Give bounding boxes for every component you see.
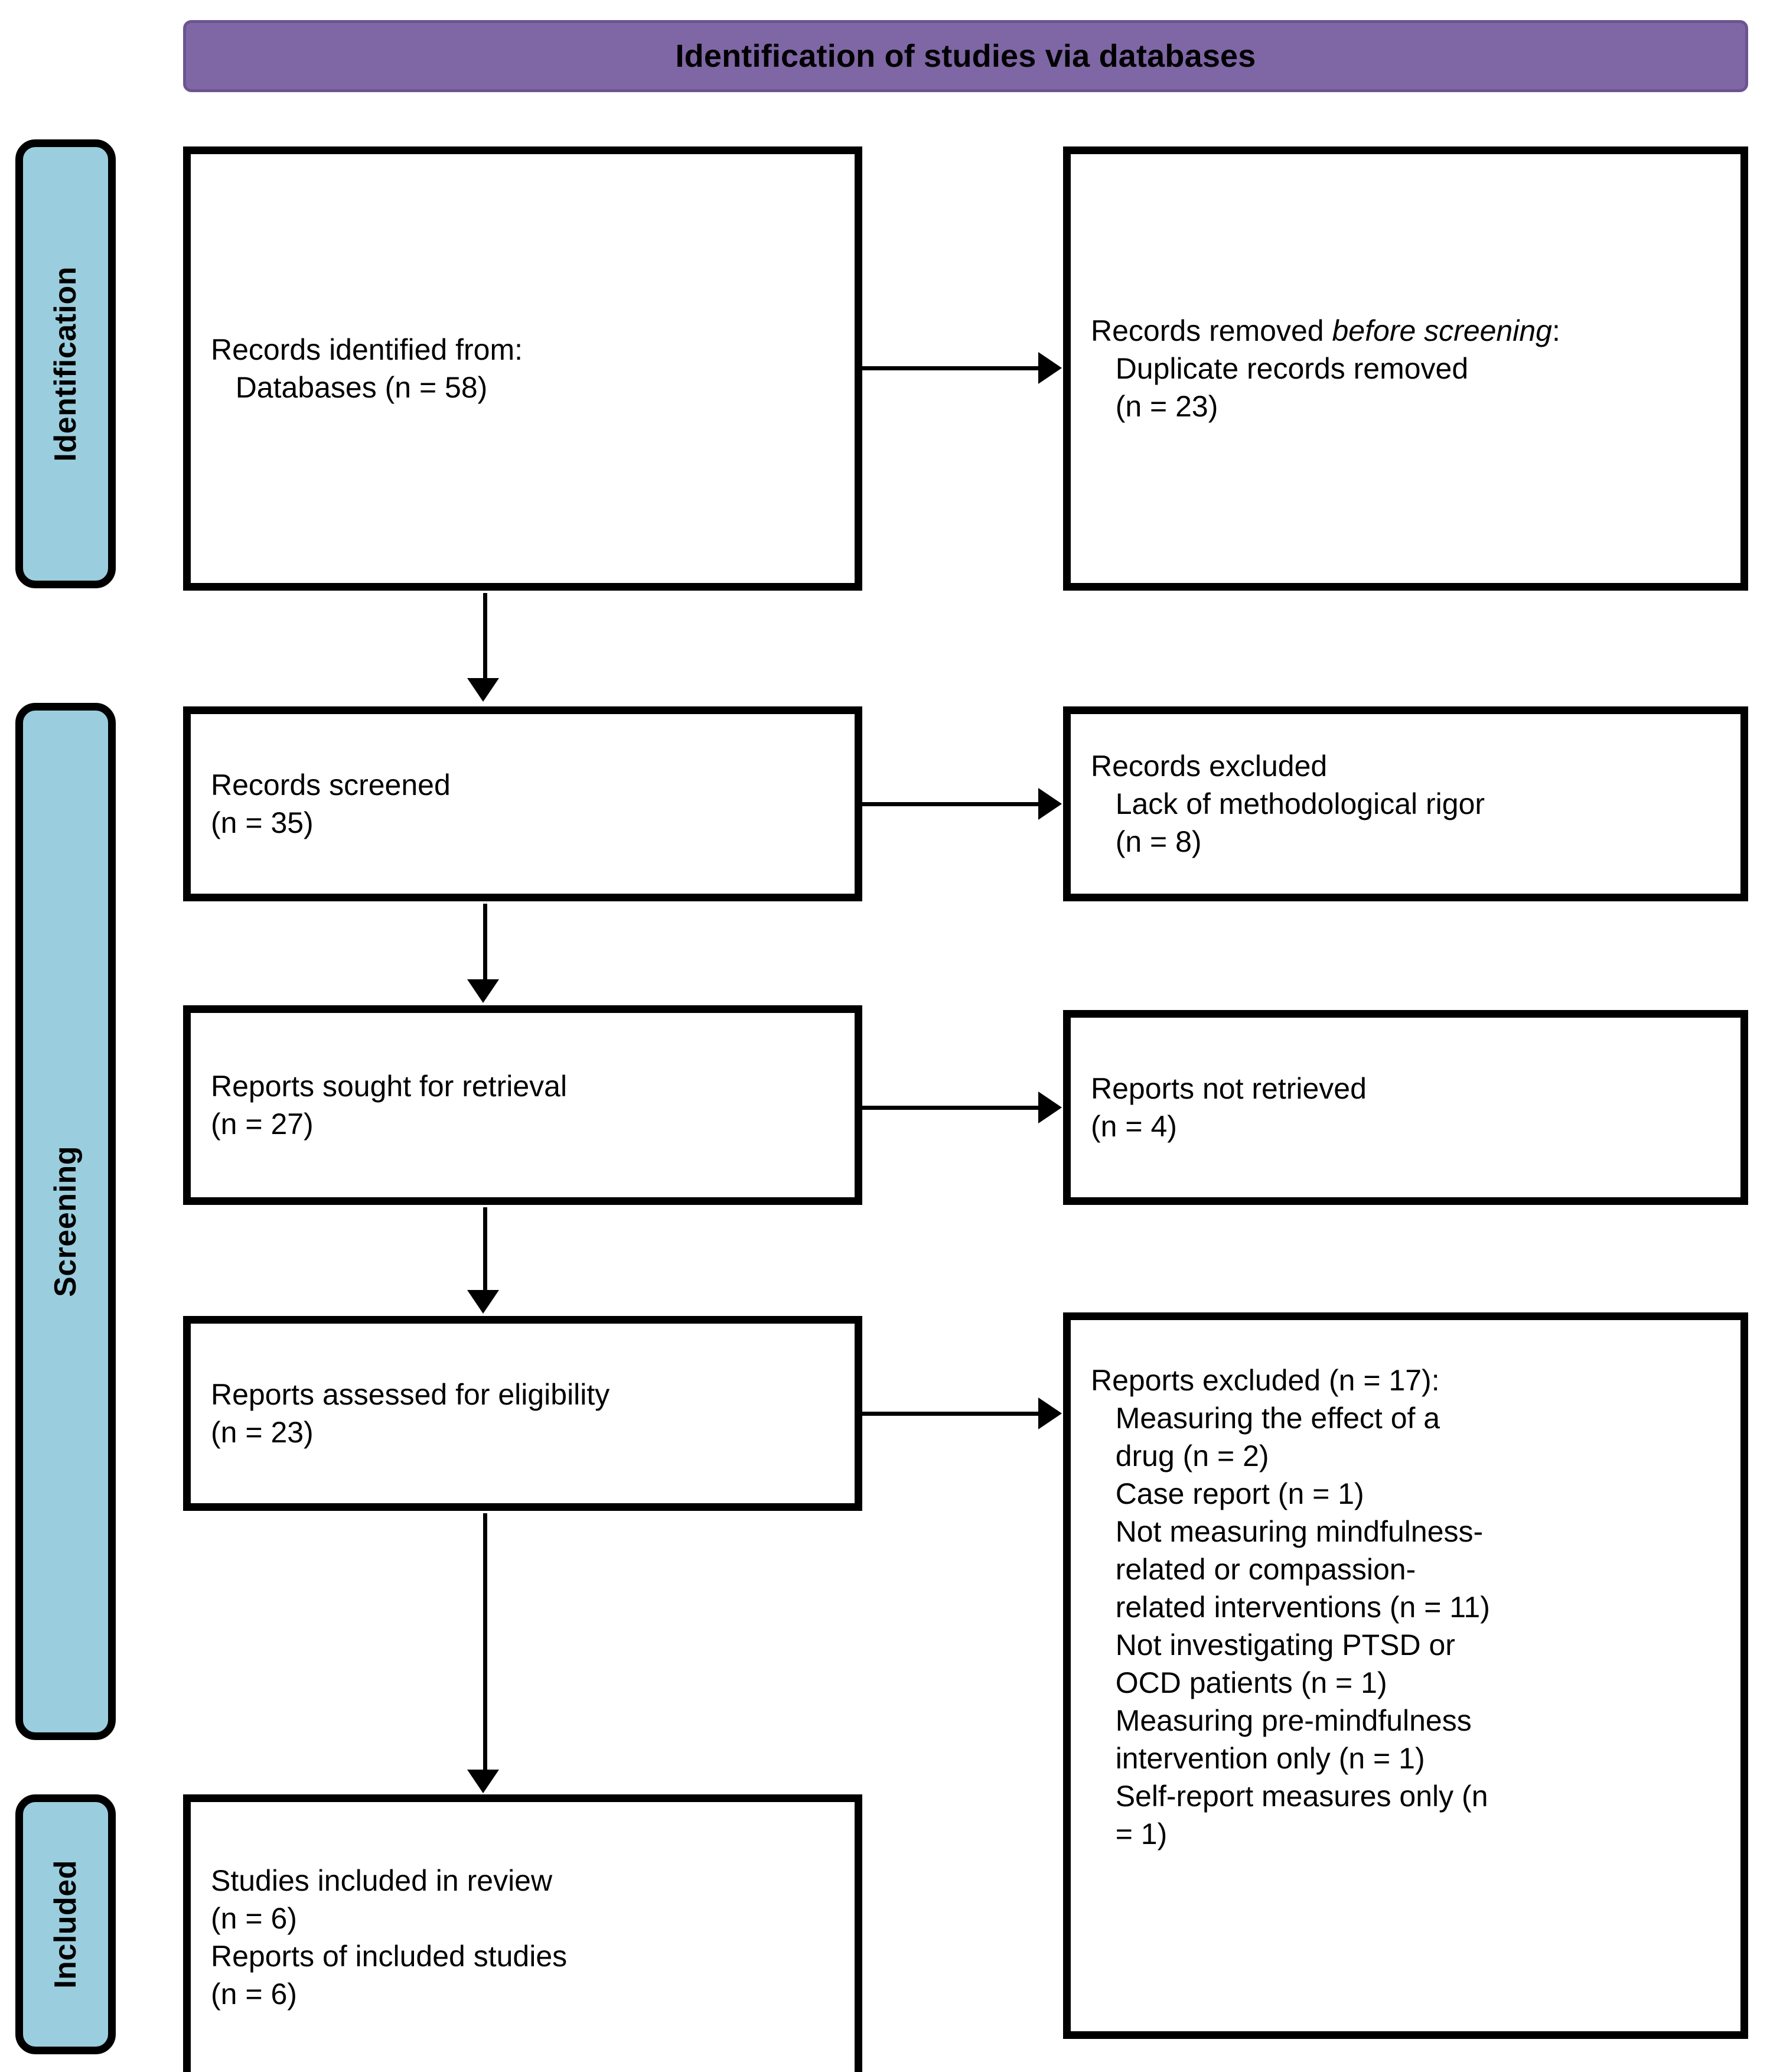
box-reports-assessed-for-eligibility: Reports assessed for eligibility (n = 23… bbox=[183, 1316, 862, 1511]
box-reports-not-retrieved: Reports not retrieved (n = 4) bbox=[1063, 1010, 1748, 1205]
box-reports-excluded-text: Reports excluded (n = 17): Measuring the… bbox=[1091, 1364, 1490, 1851]
box-reports-assessed-text: Reports assessed for eligibility (n = 23… bbox=[211, 1378, 610, 1449]
identification-banner: Identification of studies via databases bbox=[183, 20, 1748, 92]
box-records-excluded: Records excluded Lack of methodological … bbox=[1063, 706, 1748, 901]
arrow-screened-to-sought-head-icon bbox=[467, 979, 499, 1003]
stage-label-text: Included bbox=[48, 1860, 83, 1989]
box-records-screened: Records screened (n = 35) bbox=[183, 706, 862, 901]
box-studies-included-in-review: Studies included in review (n = 6) Repor… bbox=[183, 1794, 862, 2072]
stage-label-identification: Identification bbox=[15, 139, 116, 588]
arrow-screened-to-excluded-head-icon bbox=[1038, 788, 1062, 820]
arrow-identified-to-screened bbox=[483, 593, 487, 679]
box-studies-included-text: Studies included in review (n = 6) Repor… bbox=[211, 1864, 568, 2011]
stage-label-text: Screening bbox=[48, 1146, 83, 1297]
stage-label-text: Identification bbox=[48, 266, 83, 462]
arrow-sought-to-not-retrieved-head-icon bbox=[1038, 1092, 1062, 1123]
stage-label-included: Included bbox=[15, 1794, 116, 2054]
arrow-sought-to-assessed bbox=[483, 1207, 487, 1291]
arrow-identified-to-removed bbox=[862, 366, 1039, 370]
box-records-removed-before-screening: Records removed before screening: Duplic… bbox=[1063, 146, 1748, 591]
removed-italic: before screening bbox=[1332, 314, 1552, 347]
arrow-sought-to-not-retrieved bbox=[862, 1106, 1039, 1110]
arrow-assessed-to-included-head-icon bbox=[467, 1770, 499, 1793]
arrow-screened-to-sought bbox=[483, 904, 487, 980]
box-records-identified: Records identified from: Databases (n = … bbox=[183, 146, 862, 591]
box-reports-not-retrieved-text: Reports not retrieved (n = 4) bbox=[1091, 1072, 1367, 1143]
box-records-excluded-text: Records excluded Lack of methodological … bbox=[1091, 750, 1485, 858]
arrow-identified-to-removed-head-icon bbox=[1038, 352, 1062, 384]
arrow-sought-to-assessed-head-icon bbox=[467, 1290, 499, 1314]
box-records-screened-text: Records screened (n = 35) bbox=[211, 768, 451, 839]
box-records-identified-text: Records identified from: Databases (n = … bbox=[211, 333, 523, 404]
box-records-removed-detail: Duplicate records removed (n = 23) bbox=[1115, 352, 1469, 423]
box-reports-excluded: Reports excluded (n = 17): Measuring the… bbox=[1063, 1312, 1748, 2039]
box-reports-sought-text: Reports sought for retrieval (n = 27) bbox=[211, 1070, 568, 1141]
arrow-identified-to-screened-head-icon bbox=[467, 678, 499, 702]
arrow-screened-to-excluded bbox=[862, 802, 1039, 806]
arrow-assessed-to-excluded-head-icon bbox=[1038, 1397, 1062, 1429]
box-records-removed-heading: Records removed before screening: bbox=[1091, 312, 1720, 350]
arrow-assessed-to-included bbox=[483, 1513, 487, 1771]
arrow-assessed-to-excluded bbox=[862, 1412, 1039, 1416]
banner-title: Identification of studies via databases bbox=[675, 38, 1256, 74]
stage-label-screening: Screening bbox=[15, 703, 116, 1740]
removed-suffix: : bbox=[1551, 314, 1560, 347]
box-reports-sought-for-retrieval: Reports sought for retrieval (n = 27) bbox=[183, 1005, 862, 1205]
removed-prefix: Records removed bbox=[1091, 314, 1332, 347]
